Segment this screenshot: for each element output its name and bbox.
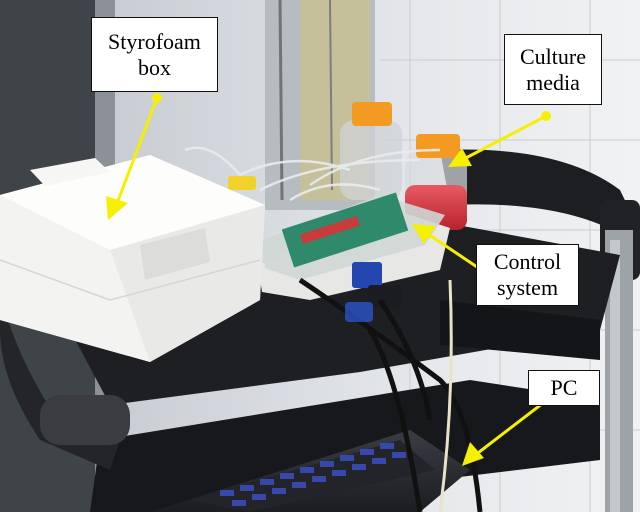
pc-label: PC [528,370,600,406]
culture-arrowhead [448,148,472,167]
culture-media-label: Culture media [504,34,602,105]
styrofoam-arrow-dot [152,93,162,103]
styrofoam-label-line1: Styrofoam [108,28,201,54]
styrofoam-box-label: Styrofoam box [91,17,218,92]
culture-arrow-line [461,114,547,162]
control-system-label: Control system [476,244,579,306]
control-label-line1: Control [493,249,562,274]
culture-label-line2: media [526,69,580,95]
pc-arrow-line [473,398,548,458]
styrofoam-label-line2: box [138,54,171,80]
styrofoam-arrowhead [106,196,128,220]
control-label-line2: system [496,275,559,300]
control-arrowhead [412,224,436,244]
pc-label-text: PC [550,375,578,400]
culture-arrow-dot [541,111,551,121]
culture-label-line1: Culture [520,43,586,69]
pc-arrowhead [462,442,484,466]
styrofoam-arrow-line [114,97,159,207]
control-arrow-line [424,230,484,273]
